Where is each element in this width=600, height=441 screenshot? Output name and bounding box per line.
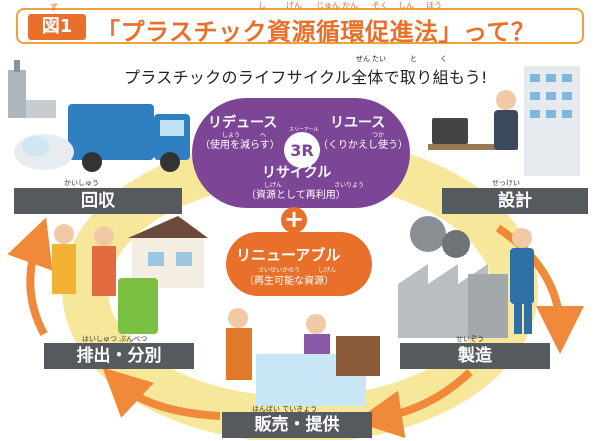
collection-illustration [8, 60, 190, 172]
sales-illustration [226, 308, 380, 406]
title-ruby-6: しん [398, 1, 414, 10]
recycle-ruby-1: しげん [264, 182, 283, 189]
subtitle-ruby-2: たい [372, 55, 386, 63]
3r-caption: スリーアール [289, 127, 319, 133]
discharge-ruby: はいしゅつ ぶんべつ [82, 335, 148, 343]
stage-manufacture-label: 製造 [400, 343, 550, 369]
reduce-sub: （使用を減らす） [200, 140, 280, 151]
title-ruby-3: じゅん [316, 1, 340, 10]
title-ruby-5: そく [372, 1, 388, 10]
sales-ruby: はんばい ていきょう [252, 405, 318, 413]
renewable-title: リニューアブル [236, 246, 341, 264]
recycle-sub: （資源として再利用） [246, 190, 346, 201]
subtitle-ruby-3: と [410, 55, 417, 63]
recycle-title: リサイクル [262, 165, 332, 181]
stage-discharge-label: 排出・分別 [44, 343, 194, 369]
subtitle-ruby-4: く [440, 55, 447, 63]
arrow-manufacture-to-sales [354, 369, 473, 439]
3r-badge: 3R [284, 132, 320, 168]
subtitle-ruby-1: ぜん [356, 55, 370, 63]
title-ruby-4: かん [342, 1, 358, 10]
collection-ruby: かいしゅう [64, 179, 99, 187]
renewable-bubble [226, 232, 372, 296]
arrow-discharge-to-collection [7, 217, 53, 336]
figure-badge-ruby: ず [50, 3, 58, 12]
recycle-ruby-2: さいりよう [334, 182, 365, 189]
reduce-ruby-2: へ [260, 132, 267, 139]
figure-badge: 図1 [28, 14, 86, 40]
renewable-ruby-2: しげん [318, 267, 337, 274]
discharge-illustration [52, 216, 208, 334]
reuse-ruby: つか [372, 132, 385, 139]
arrow-design-to-manufacture [495, 224, 584, 354]
stage-sales-label: 販売・提供 [222, 412, 372, 438]
renewable-sub: （再生可能な資源） [244, 276, 334, 287]
reduce-ruby-1: しよう [222, 132, 241, 139]
subtitle: プラスチックのライフサイクル全体で取り組もう! [124, 68, 488, 87]
stage-design-label: 設計 [442, 188, 588, 214]
title-ruby-7: ほう [426, 1, 442, 10]
title-ruby-2: げん [286, 1, 302, 10]
title-frame [16, 8, 584, 44]
reduce-title: リデュース [208, 115, 278, 131]
design-ruby: せっけい [492, 179, 520, 187]
design-illustration [428, 66, 580, 176]
manufacture-illustration [398, 216, 534, 338]
title-ruby-1: し [258, 1, 266, 10]
reuse-title: リユース [330, 115, 386, 131]
arrow-sales-to-discharge [102, 367, 221, 420]
renewable-ruby-1: さいせいかのう [258, 267, 301, 274]
reuse-sub: （くりかえし使う） [318, 140, 408, 151]
plus-icon: + [281, 207, 307, 233]
page-title: 「プラスチック資源循環促進法」って？ [96, 18, 536, 46]
stage-collection-label: 回収 [14, 188, 182, 214]
manufacture-ruby: せいぞう [456, 335, 484, 343]
